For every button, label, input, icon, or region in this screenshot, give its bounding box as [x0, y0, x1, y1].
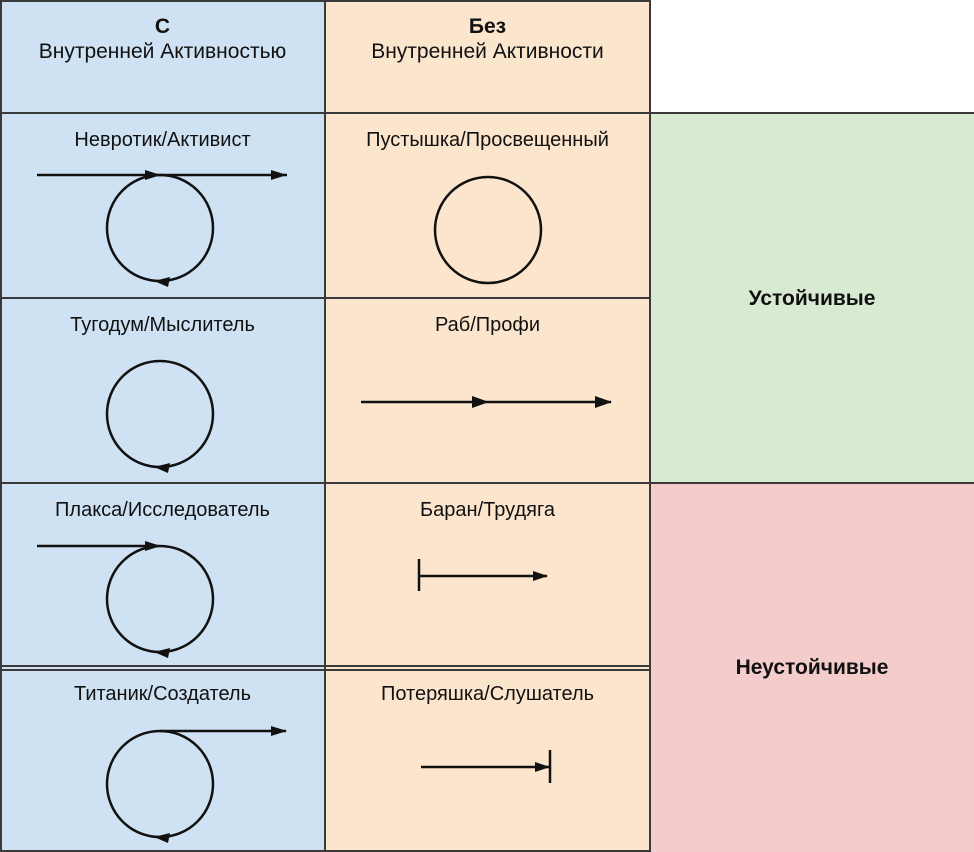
cell-titanic-creator: Титаник/Создатель — [0, 667, 325, 852]
cell-lost-listener: Потеряшка/Слушатель — [325, 667, 650, 852]
cell-neurotic-activist: Невротик/Активист — [0, 113, 325, 298]
grid-line — [0, 482, 974, 484]
header-without-title: Без — [468, 15, 507, 38]
type-label: Невротик/Активист — [74, 129, 251, 151]
double-arrow-line-icon — [361, 396, 612, 408]
group-stable: Устойчивые — [650, 113, 974, 483]
grid-line — [324, 0, 326, 852]
cell-crybaby-explorer: Плакса/Исследователь — [0, 483, 325, 667]
arrow-to-stop-bar-icon — [421, 750, 552, 783]
closed-circle-icon — [433, 175, 543, 285]
grid-line — [0, 850, 651, 852]
type-label: Раб/Профи — [434, 314, 541, 336]
type-label: Пустышка/Просвещенный — [366, 129, 609, 151]
arrow-through-loop-icon — [37, 170, 287, 287]
grid-line — [0, 0, 2, 852]
arrow-into-loop-icon — [37, 541, 215, 658]
group-unstable-label: Неустойчивые — [735, 656, 889, 679]
loop-out-arrow-icon — [105, 726, 287, 843]
header-with-title: С — [154, 15, 171, 38]
header-with-activity: С Внутренней Активностью — [0, 0, 325, 113]
type-label: Тугодум/Мыслитель — [70, 314, 255, 336]
type-label: Потеряшка/Слушатель — [380, 683, 595, 705]
header-with-subtitle: Внутренней Активностью — [38, 40, 287, 63]
group-stable-label: Устойчивые — [748, 287, 876, 310]
grid-line — [0, 665, 651, 667]
type-label: Титаник/Создатель — [73, 683, 251, 705]
header-without-activity: Без Внутренней Активности — [325, 0, 650, 113]
start-bar-arrow-icon — [417, 559, 548, 591]
grid-line — [0, 669, 651, 671]
group-unstable: Неустойчивые — [650, 483, 974, 852]
cell-slowpoke-thinker: Тугодум/Мыслитель — [0, 298, 325, 483]
type-label: Баран/Трудяга — [420, 499, 555, 521]
grid-line — [0, 0, 651, 2]
grid-line — [649, 0, 651, 852]
cell-ram-worker: Баран/Трудяга — [325, 483, 650, 667]
type-label: Плакса/Исследователь — [55, 499, 270, 521]
cell-empty-enlightened: Пустышка/Просвещенный — [325, 113, 650, 298]
header-without-subtitle: Внутренней Активности — [371, 40, 604, 63]
cell-slave-pro: Раб/Профи — [325, 298, 650, 483]
grid-line — [0, 297, 651, 299]
loop-cycle-icon — [105, 359, 215, 473]
grid-line — [0, 112, 974, 114]
